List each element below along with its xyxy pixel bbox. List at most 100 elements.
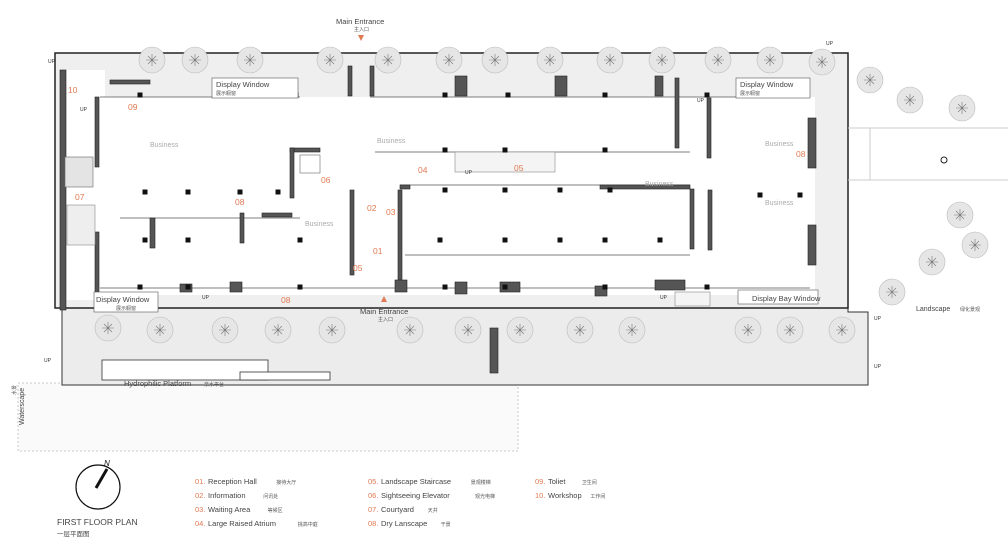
business-label: Business — [765, 200, 794, 207]
entrance-label-cn: 主入口 — [354, 26, 369, 33]
room-number-05-b: 05 — [353, 263, 363, 273]
display-window-ne: Display Window 展示橱窗 — [735, 77, 811, 99]
tree-icon — [948, 94, 976, 122]
display-window-label: Display Window — [96, 295, 150, 304]
column — [437, 237, 443, 243]
column — [657, 237, 663, 243]
column — [137, 92, 143, 98]
column — [602, 237, 608, 243]
tree-icon — [878, 278, 906, 306]
display-window-label: Display Window — [740, 80, 794, 89]
legend-label-cn: 景观楼梯 — [471, 479, 491, 486]
legend-label: Dry Lanscape — [381, 519, 427, 528]
entrance-arrow-icon — [381, 296, 387, 302]
tree-icon — [734, 316, 762, 344]
plan-title-cn: 一层平面图 — [57, 530, 90, 538]
room-number-08-c: 08 — [796, 149, 806, 159]
column — [505, 92, 511, 98]
display-window-label: Display Window — [216, 80, 270, 89]
tree-icon — [856, 66, 884, 94]
column — [797, 192, 803, 198]
legend-number: 09. — [535, 477, 545, 486]
column — [602, 284, 608, 290]
up-label: UP — [874, 316, 882, 322]
tree-icon — [396, 316, 424, 344]
up-label: UP — [697, 98, 705, 104]
room-number-07: 07 — [75, 192, 85, 202]
column — [142, 189, 148, 195]
legend-label-cn: 卫生间 — [582, 479, 597, 486]
tree-icon — [264, 316, 292, 344]
waterscape-label-cn: 水景 — [11, 385, 18, 395]
tree-icon — [236, 46, 264, 74]
landscape-label-cn: 绿化景观 — [960, 306, 980, 313]
north-label: N — [104, 459, 110, 468]
legend-item: 09.Toliet 卫生间 — [535, 477, 597, 486]
legend-label: Courtyard — [381, 505, 414, 514]
display-window-nw: Display Window 展示橱窗 — [211, 77, 299, 99]
column — [502, 187, 508, 193]
legend-number: 10. — [535, 491, 545, 500]
waterscape-area: Waterscape 水景 — [11, 382, 519, 452]
tree-icon — [318, 316, 346, 344]
trees — [94, 46, 989, 344]
column — [607, 187, 613, 193]
legend-label-cn: 问讯处 — [263, 493, 278, 500]
tree-icon — [596, 46, 624, 74]
column — [602, 92, 608, 98]
room-number-04: 04 — [418, 165, 428, 175]
column — [297, 237, 303, 243]
column — [602, 147, 608, 153]
column — [442, 284, 448, 290]
display-bay-window: Display Bay Window — [737, 289, 821, 305]
room-number-03: 03 — [386, 207, 396, 217]
legend-label-cn: 天井 — [428, 507, 438, 514]
tree-icon — [808, 48, 836, 76]
tree-icon — [536, 46, 564, 74]
column — [442, 92, 448, 98]
tree-icon — [181, 46, 209, 74]
room-number-09: 09 — [128, 102, 138, 112]
legend-label: Waiting Area — [208, 505, 251, 514]
column — [137, 284, 143, 290]
legend-label: Workshop — [548, 491, 582, 500]
landscape-marker-icon — [940, 156, 948, 164]
tree-icon — [138, 46, 166, 74]
column — [185, 284, 191, 290]
business-label: Business — [150, 142, 179, 149]
tree-icon — [961, 231, 989, 259]
column — [185, 189, 191, 195]
tree-icon — [896, 86, 924, 114]
tree-icon — [481, 46, 509, 74]
column — [502, 284, 508, 290]
legend-label-cn: 接待大厅 — [276, 479, 296, 486]
room-number-06: 06 — [321, 175, 331, 185]
display-window-label-cn: 展示橱窗 — [740, 90, 760, 97]
business-label: Business — [377, 138, 406, 145]
up-label: UP — [202, 295, 210, 301]
hydrophilic-label-cn: 亲水平台 — [204, 381, 224, 388]
tree-icon — [776, 316, 804, 344]
column — [237, 189, 243, 195]
hydrophilic-label: Hydrophilic Platform — [124, 379, 191, 388]
legend-number: 03. — [195, 505, 205, 514]
entrance-label: Main Entrance — [360, 307, 408, 316]
tree-icon — [566, 316, 594, 344]
up-label: UP — [660, 295, 668, 301]
terrace-paving — [54, 52, 869, 386]
legend-label: Toliet — [548, 477, 566, 486]
tree-icon — [435, 46, 463, 74]
landscape-label: Landscape — [916, 306, 950, 313]
up-label: UP — [44, 358, 52, 364]
tree-icon — [316, 46, 344, 74]
tree-icon — [506, 316, 534, 344]
tree-icon — [756, 46, 784, 74]
room-number-01: 01 — [373, 246, 383, 256]
room-number-02: 02 — [367, 203, 377, 213]
up-label: UP — [826, 41, 834, 47]
